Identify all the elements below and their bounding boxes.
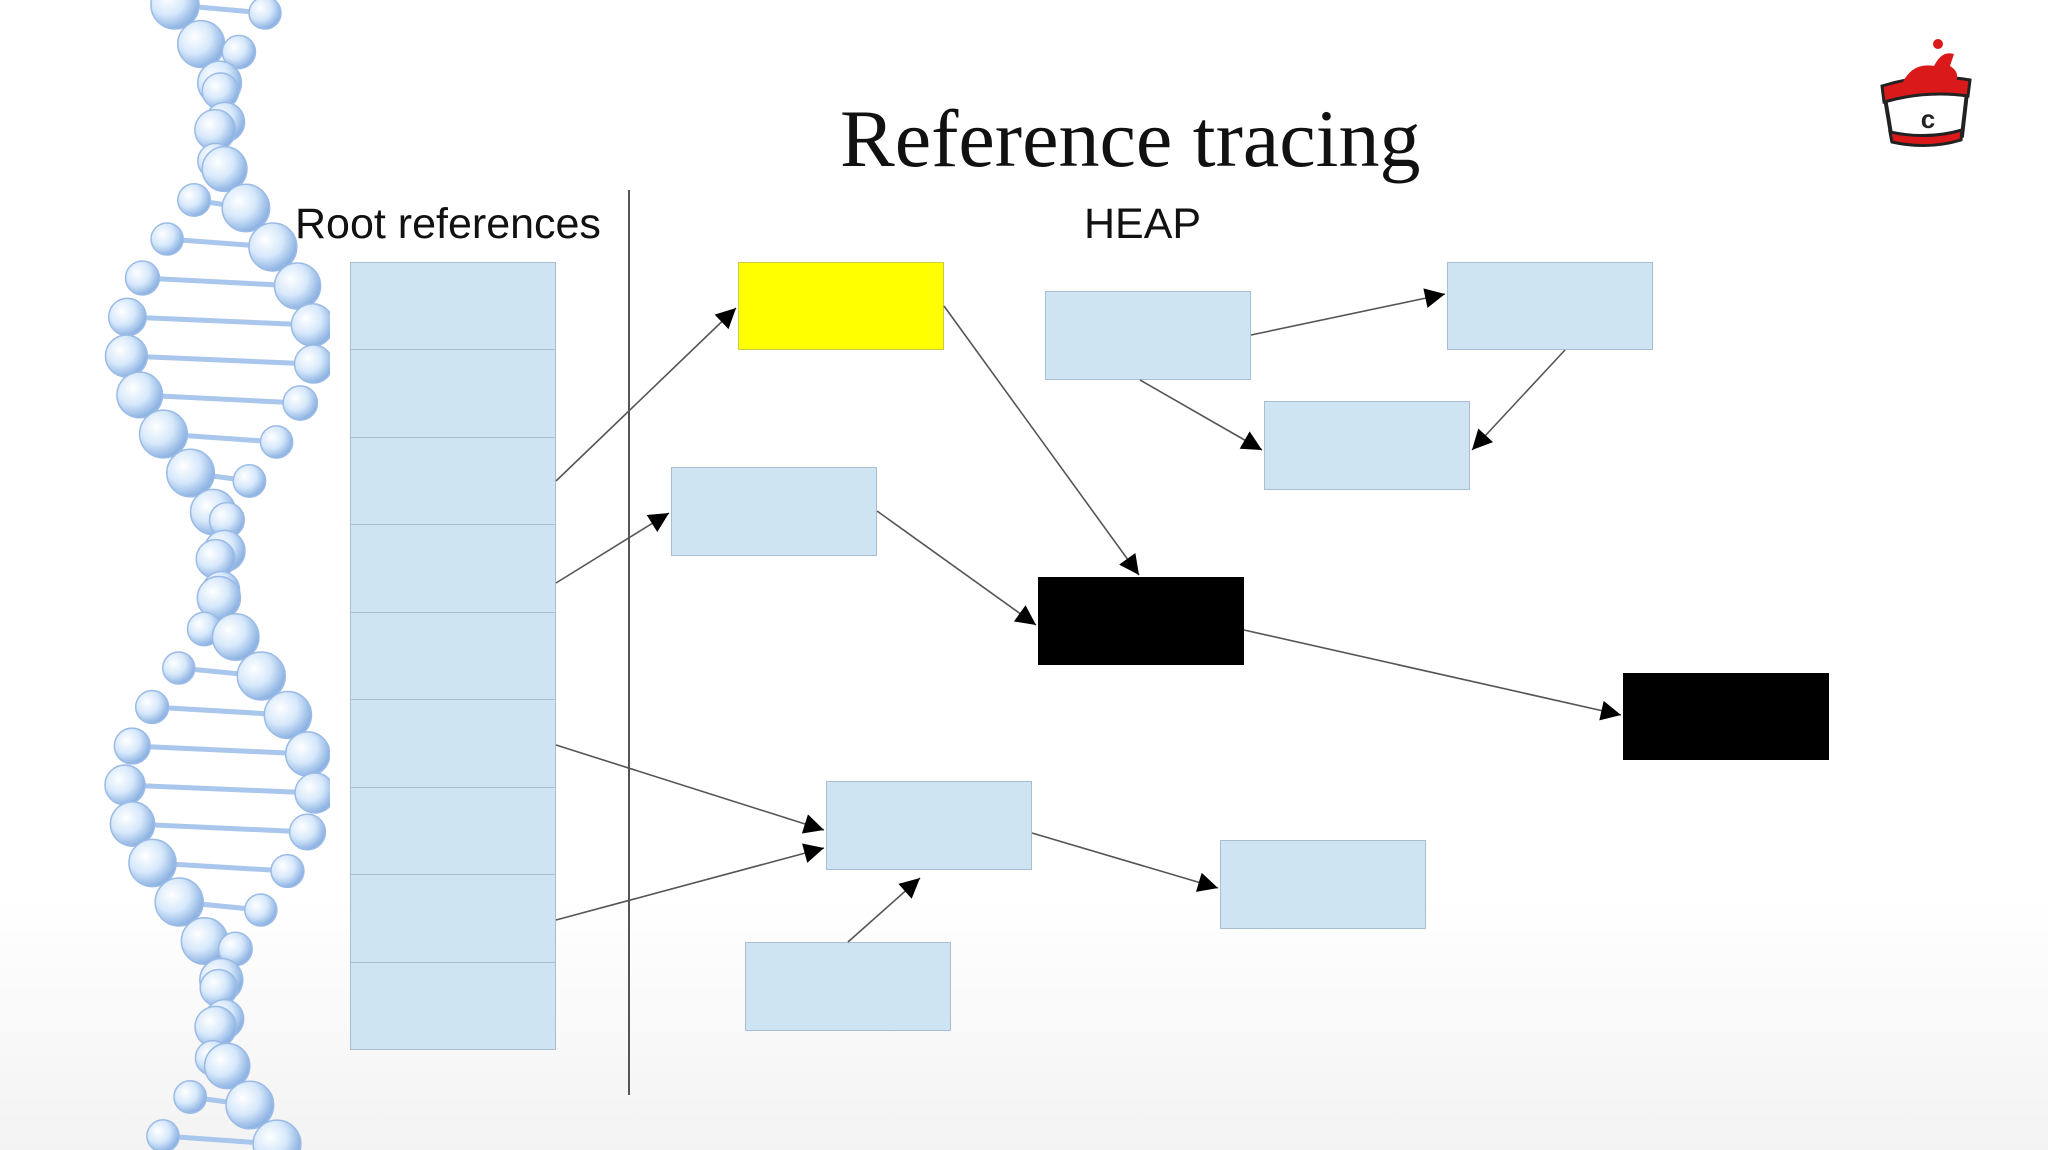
root-reference-9 bbox=[350, 962, 556, 1050]
root-reference-2 bbox=[350, 349, 556, 438]
helix-bead bbox=[124, 260, 161, 296]
helix-bead bbox=[294, 772, 330, 814]
heap-object-marked bbox=[738, 262, 944, 350]
helix-bead bbox=[236, 651, 287, 701]
svg-text:c: c bbox=[1921, 104, 1935, 134]
ref-black1-to-black2 bbox=[1243, 629, 1622, 721]
helix-bead bbox=[138, 409, 189, 459]
heap-object-e bbox=[826, 781, 1032, 870]
helix-rung bbox=[142, 275, 298, 289]
heap-object-f bbox=[1220, 840, 1426, 929]
helix-bead bbox=[134, 689, 170, 725]
helix-bead bbox=[201, 145, 248, 193]
helix-rung bbox=[124, 782, 316, 796]
helix-bead bbox=[282, 385, 319, 421]
heap-label: HEAP bbox=[1084, 200, 1202, 248]
helix-bead bbox=[252, 1119, 302, 1150]
heap-object-g bbox=[745, 942, 951, 1031]
heap-object-b bbox=[1447, 262, 1653, 350]
helix-bead bbox=[166, 448, 216, 498]
helix-bead bbox=[211, 613, 260, 661]
root-reference-4 bbox=[350, 524, 556, 613]
helix-bead bbox=[248, 0, 282, 30]
logo-icon: c bbox=[1880, 39, 1972, 148]
ref-g-to-e bbox=[847, 877, 921, 943]
root-reference-8 bbox=[350, 874, 556, 963]
helix-bead bbox=[270, 853, 305, 889]
ref-e-to-f bbox=[1031, 832, 1219, 892]
ref-root6-to-e bbox=[555, 744, 825, 834]
ref-a-to-b bbox=[1250, 288, 1446, 336]
ref-d-to-black1 bbox=[876, 510, 1037, 626]
helix-bead bbox=[113, 727, 151, 765]
ref-a-to-c bbox=[1139, 379, 1263, 451]
helix-bead bbox=[128, 838, 177, 888]
helix-bead bbox=[154, 877, 204, 927]
helix-rung bbox=[132, 743, 308, 757]
ref-root3-to-marked bbox=[555, 307, 737, 482]
helix-rung bbox=[132, 821, 308, 835]
helix-rung bbox=[126, 353, 314, 367]
helix-bead bbox=[263, 690, 313, 740]
root-references-label: Root references bbox=[295, 200, 601, 248]
helix-bead bbox=[161, 651, 196, 685]
helix-bead bbox=[203, 1042, 251, 1090]
roots-heap-divider bbox=[628, 190, 630, 1095]
ref-marked-to-black1 bbox=[943, 305, 1140, 576]
helix-bead bbox=[288, 813, 327, 851]
helix-rung bbox=[127, 314, 313, 328]
ref-root4-to-d bbox=[555, 512, 670, 584]
ref-root8-to-e bbox=[555, 843, 825, 921]
root-reference-3 bbox=[350, 437, 556, 525]
dna-helix-decoration bbox=[104, 0, 330, 1150]
heap-object-black-1 bbox=[1038, 577, 1244, 665]
helix-bead bbox=[150, 222, 184, 256]
heap-object-c bbox=[1264, 401, 1470, 490]
helix-bead bbox=[109, 801, 156, 847]
root-reference-7 bbox=[350, 787, 556, 875]
helix-bead bbox=[293, 344, 330, 384]
heap-object-a bbox=[1045, 291, 1251, 380]
helix-bead bbox=[146, 1119, 180, 1150]
helix-bead bbox=[221, 183, 271, 233]
heap-object-black-2 bbox=[1623, 673, 1829, 760]
helix-bead bbox=[173, 1080, 208, 1114]
ref-b-to-c bbox=[1471, 349, 1566, 451]
helix-bead bbox=[116, 371, 164, 419]
helix-bead bbox=[232, 464, 267, 498]
helix-bead bbox=[177, 182, 212, 218]
helix-bead bbox=[225, 1080, 275, 1130]
helix-bead bbox=[248, 222, 298, 272]
helix-rung bbox=[139, 392, 301, 406]
heap-object-d bbox=[671, 467, 877, 556]
helix-bead bbox=[259, 425, 294, 459]
root-reference-6 bbox=[350, 699, 556, 788]
helix-bead bbox=[150, 0, 200, 30]
helix-bead bbox=[244, 893, 278, 927]
helix-bead bbox=[221, 34, 257, 70]
